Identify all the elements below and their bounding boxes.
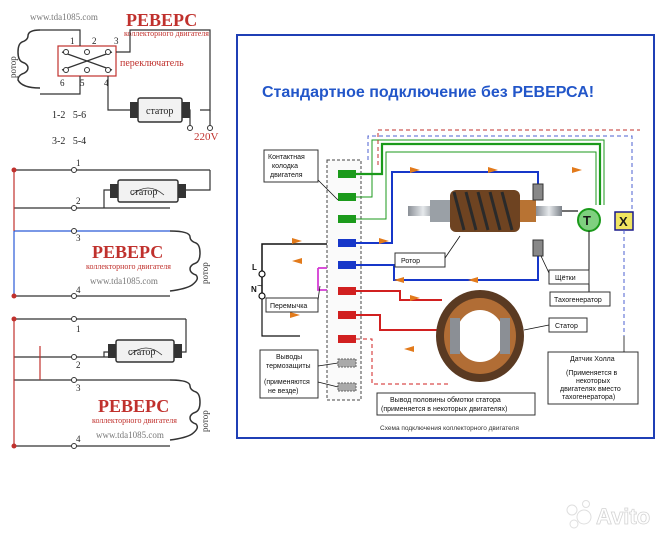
svg-text:некоторых: некоторых [576, 378, 611, 385]
label-contact-block: Контактная колодка двигателя [263, 149, 339, 201]
label-stator: Статор [523, 317, 588, 333]
label-tacho: Тахогенератор [549, 291, 611, 307]
svg-text:тахогенератора): тахогенератора) [562, 394, 615, 401]
svg-text:(Применяется в: (Применяется в [566, 370, 618, 377]
svg-text:Контактная: Контактная [268, 154, 305, 161]
svg-text:3: 3 [76, 233, 81, 243]
label-rotor: Ротор [394, 235, 461, 268]
url-top: www.tda1085.com [30, 12, 98, 22]
svg-text:Вывод половины обмотки статора: Вывод половины обмотки статора [390, 396, 501, 404]
svg-text:www.tda1085.com: www.tda1085.com [96, 430, 164, 440]
svg-text:Выводы: Выводы [276, 354, 302, 361]
svg-text:Тахогенератор: Тахогенератор [554, 297, 602, 304]
svg-text:ротор: ротор [200, 410, 210, 432]
combo-1: 1-2 5-6 [52, 110, 86, 121]
svg-text:6: 6 [60, 78, 65, 88]
svg-text:коллекторного двигателя: коллекторного двигателя [86, 262, 171, 271]
rotor-coil-middle [169, 230, 201, 292]
diagram-caption: Схема подключения коллекторного двигател… [380, 425, 519, 432]
svg-text:3: 3 [114, 36, 119, 46]
svg-text:T: T [583, 213, 591, 228]
svg-text:5: 5 [80, 78, 85, 88]
voltage-label: 220V [194, 131, 219, 143]
left-middle-scheme: 1 2 3 4 статор ротор РЕВЕРС коллекторног… [11, 158, 211, 299]
svg-text:2: 2 [76, 360, 81, 370]
right-panel: Стандартное подключение без РЕВЕРСА! [236, 34, 655, 439]
svg-text:3: 3 [76, 383, 81, 393]
svg-text:термозащиты: термозащиты [266, 363, 311, 370]
svg-text:1: 1 [76, 158, 81, 168]
stator-label-top: статор [146, 106, 173, 117]
svg-text:1: 1 [70, 36, 75, 46]
terminal-column [337, 170, 357, 392]
stator-label-middle: статор [130, 187, 157, 198]
switch-label: переключатель [120, 58, 184, 69]
svg-text:4: 4 [76, 434, 81, 444]
svg-text:L: L [252, 263, 257, 272]
svg-text:Щётки: Щётки [555, 275, 576, 282]
svg-text:4: 4 [76, 285, 81, 295]
svg-text:Ротор: Ротор [401, 258, 420, 265]
svg-text:не везде): не везде) [268, 388, 298, 395]
svg-text:двигателя: двигателя [270, 172, 303, 179]
svg-text:N: N [251, 285, 257, 294]
current-arrows [290, 167, 582, 352]
left-top-scheme: www.tda1085.com РЕВЕРС коллекторного дви… [8, 10, 219, 147]
stator-label-bottom: статор [128, 347, 155, 358]
combo-2: 3-2 5-4 [52, 136, 86, 147]
svg-text:X: X [619, 214, 628, 229]
reverse-subtitle-top: коллекторного двигателя [124, 29, 209, 38]
svg-text:2: 2 [92, 36, 97, 46]
left-bottom-scheme: 1 2 3 4 статор ротор РЕВЕРС коллекторног… [11, 316, 210, 449]
avito-watermark: Avito [566, 500, 651, 529]
svg-text:двигателях вместо: двигателях вместо [560, 386, 621, 393]
switch-box [57, 45, 117, 77]
rotor-coil-top [17, 29, 41, 89]
rotor-coil-bottom [169, 379, 201, 441]
svg-text:ротор: ротор [200, 262, 210, 284]
svg-text:Перемычка: Перемычка [270, 303, 307, 310]
label-thermal: Выводы термозащиты (применяются не везде… [259, 349, 339, 399]
rotor-label-top: ротор [8, 56, 18, 78]
svg-text:колодка: колодка [272, 163, 298, 170]
svg-text:Датчик Холла: Датчик Холла [570, 356, 615, 363]
brush-top [532, 183, 544, 201]
svg-text:1: 1 [76, 324, 81, 334]
label-jumper: Перемычка [265, 285, 321, 313]
avito-text: Avito [596, 504, 650, 529]
brush-bottom [532, 239, 544, 257]
svg-text:www.tda1085.com: www.tda1085.com [90, 276, 158, 286]
label-brushes: Щётки [540, 255, 590, 285]
stator-illustration [436, 290, 524, 382]
panel-title: Стандартное подключение без РЕВЕРСА! [262, 84, 594, 101]
label-hall: Датчик Холла (Применяется в некоторых дв… [547, 336, 639, 405]
svg-text:2: 2 [76, 196, 81, 206]
svg-text:(применяются: (применяются [264, 379, 310, 386]
svg-text:Статор: Статор [555, 323, 578, 330]
reverse-title-top: РЕВЕРС [126, 10, 197, 30]
svg-text:(применяется в некоторых двига: (применяется в некоторых двигателях) [381, 406, 507, 413]
svg-text:~: ~ [257, 281, 263, 292]
rotor-illustration [408, 190, 562, 232]
svg-text:коллекторного двигателя: коллекторного двигателя [92, 416, 177, 425]
reverse-title-middle: РЕВЕРС [92, 242, 163, 262]
reverse-title-bottom: РЕВЕРС [98, 396, 169, 416]
label-half-winding: Вывод половины обмотки статора (применяе… [376, 392, 536, 416]
svg-text:4: 4 [104, 78, 109, 88]
